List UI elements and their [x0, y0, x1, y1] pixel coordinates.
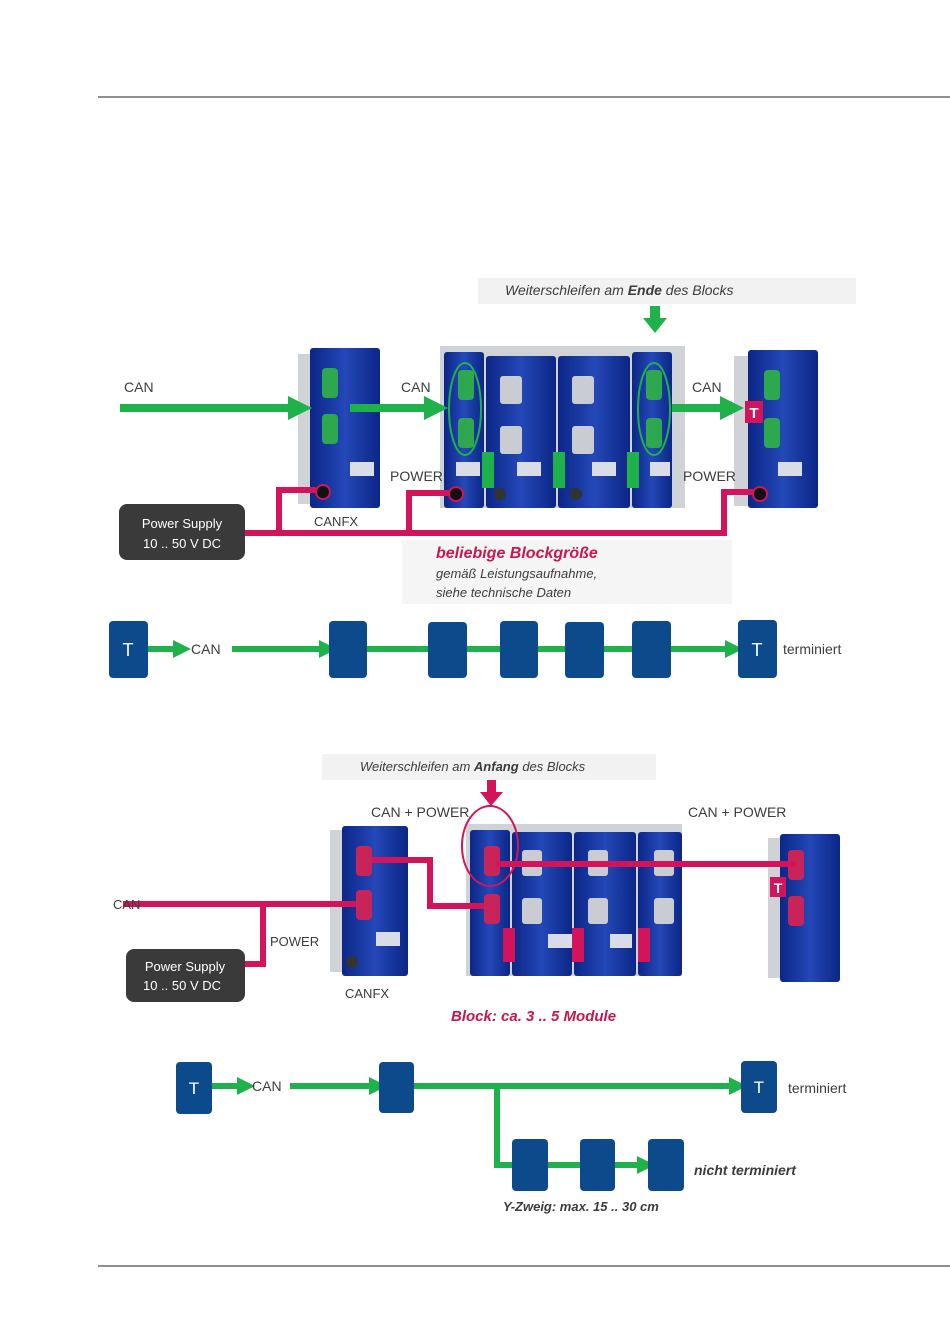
power-feed-line [245, 904, 266, 967]
power-supply-voltage: 10 .. 50 V DC [143, 536, 221, 551]
bus2-end-node [741, 1061, 777, 1113]
bus1-block-node-1 [329, 621, 367, 678]
label-power-2: POWER [270, 934, 319, 949]
power-line-canfx [276, 487, 316, 533]
block-caption-2: Block: ca. 3 .. 5 Module [451, 1008, 616, 1025]
bus1-block-node-2 [428, 622, 467, 678]
bus-topology-2: T CAN T terminiert nicht terminiert Y-Zw… [176, 1061, 846, 1214]
bus1-can-label: CAN [191, 641, 221, 657]
label-can-mid: CAN [401, 379, 431, 395]
diagram-2-loop-at-start: Weiterschleifen am Anfang des Blocks CAN… [113, 754, 840, 1025]
power-line-block [406, 490, 450, 533]
loop-start-highlight [461, 805, 519, 887]
power-supply-label-2: Power Supply [145, 959, 226, 974]
bus2-branch-node-3 [648, 1139, 684, 1191]
label-power-mid: POWER [390, 468, 443, 484]
block-size-title: beliebige Blockgröße [436, 545, 598, 562]
bus2-can-label: CAN [252, 1078, 282, 1094]
termination-badge-2-label: T [774, 880, 783, 896]
label-can-right: CAN [692, 379, 722, 395]
caption-1-background [478, 278, 856, 304]
bus2-end-label: terminiert [788, 1080, 846, 1096]
label-canfx-2: CANFX [345, 986, 389, 1001]
canfx-module-left [298, 348, 380, 508]
bus2-block-node [379, 1062, 414, 1113]
caption-loop-end: Weiterschleifen am Ende des Blocks [505, 282, 734, 298]
caption-2-background [322, 754, 656, 780]
power-supply-label: Power Supply [142, 516, 223, 531]
power-supply-box-2 [126, 949, 245, 1002]
bus1-end-node [738, 620, 777, 678]
bus2-start-node [176, 1062, 212, 1114]
bus-topology-1: T CAN T terminiert [109, 620, 841, 678]
bus1-start-node [109, 621, 148, 678]
termination-badge-2 [770, 877, 786, 897]
loop-line-to-block [372, 857, 484, 909]
bus2-end-node-label: T [754, 1078, 764, 1097]
label-can-left: CAN [124, 379, 154, 395]
bus2-y-branch-line [494, 1086, 512, 1168]
termination-badge-label: T [749, 405, 758, 422]
bus1-end-node-label: T [752, 640, 763, 660]
bus1-block-node-4 [565, 622, 604, 678]
bus2-branch-node-1 [512, 1139, 548, 1191]
diagram-1-loop-at-end: Weiterschleifen am Ende des Blocks [119, 278, 856, 604]
bus1-end-label: terminiert [783, 641, 841, 657]
bus1-block-node-5 [632, 621, 671, 678]
label-can-power-right: CAN + POWER [688, 804, 786, 820]
power-supply-box [119, 504, 245, 560]
power-supply-voltage-2: 10 .. 50 V DC [143, 978, 221, 993]
module-block-2 [461, 805, 682, 976]
bus1-block-node-3 [500, 621, 538, 678]
caption-loop-start: Weiterschleifen am Anfang des Blocks [360, 759, 586, 774]
bus2-branch-node-2 [580, 1139, 615, 1191]
label-can-2: CAN [113, 897, 140, 912]
terminated-module-right-2: T [768, 834, 840, 982]
loop-start-down-arrow [480, 780, 503, 806]
label-can-power-left: CAN + POWER [371, 804, 469, 820]
bus2-branch-label: nicht terminiert [694, 1162, 797, 1178]
block-size-note-1: gemäß Leistungsaufnahme, [436, 566, 597, 581]
bus2-start-node-label: T [189, 1079, 199, 1098]
label-power-right: POWER [683, 468, 736, 484]
bus2-branch-caption: Y-Zweig: max. 15 .. 30 cm [503, 1199, 659, 1214]
terminated-module-right: T [734, 350, 818, 508]
block-note-background [402, 540, 732, 604]
bus1-start-node-label: T [123, 640, 134, 660]
termination-badge [745, 401, 763, 423]
loop-end-down-arrow [643, 306, 667, 333]
power-line-main [245, 489, 754, 536]
block-size-note-2: siehe technische Daten [436, 585, 571, 600]
label-canfx: CANFX [314, 514, 358, 529]
module-block-1 [440, 346, 685, 508]
